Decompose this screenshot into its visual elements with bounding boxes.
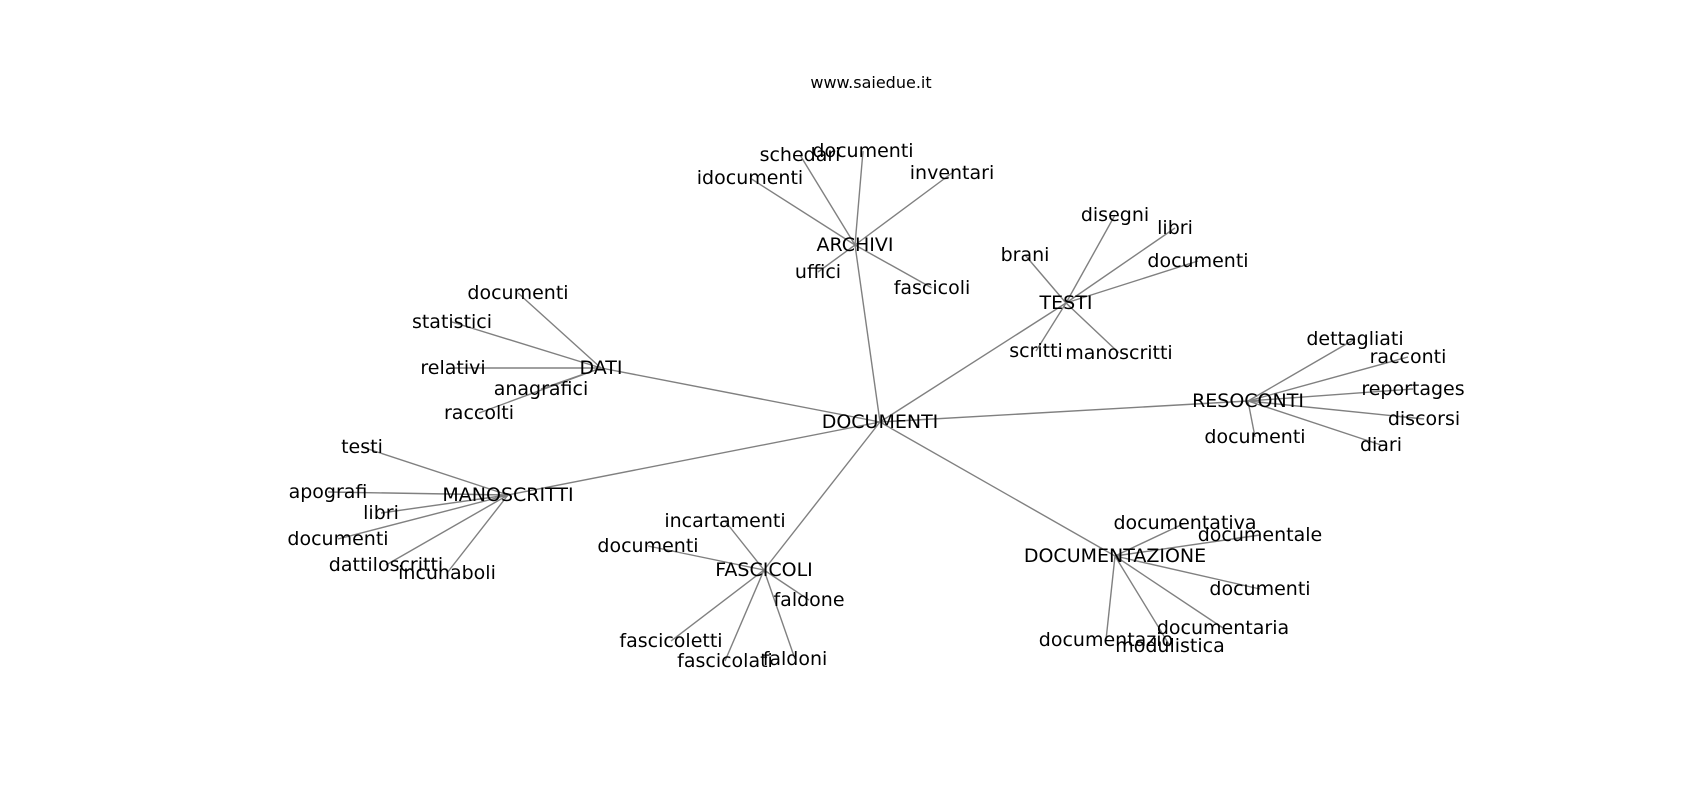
node-resoconti-reportages: reportages [1361, 378, 1464, 400]
edge-manoscritti-manoscritti_apografi [327, 491, 509, 496]
node-archivi-schedari: schedari [760, 144, 841, 166]
node-testi-brani: brani [1001, 244, 1050, 266]
node-resoconti: RESOCONTI [1192, 390, 1304, 412]
edge-root-documentazione [879, 421, 1116, 557]
edge-fascicoli-fascicoli_fascicolati [724, 569, 765, 662]
edge-testi-testi_scritti [1035, 302, 1067, 352]
node-testi-scritti: scritti [1009, 340, 1063, 362]
node-manoscritti-dattiloscritti: dattiloscritti [329, 554, 443, 576]
node-manoscritti-incunaboli: incunaboli [398, 562, 496, 584]
edge-fascicoli-fascicoli_faldone [763, 569, 810, 601]
node-manoscritti-libri: libri [363, 502, 399, 524]
edge-archivi-archivi_schedari [799, 154, 856, 246]
node-documentazione-documentazio: documentazio [1039, 629, 1173, 651]
edge-documentazione-documentazione_documentale [1114, 534, 1261, 557]
node-dati-raccolti: raccolti [444, 402, 514, 424]
node-fascicoli-documenti: documenti [597, 535, 698, 557]
node-testi-disegni: disegni [1081, 204, 1149, 226]
edge-archivi-archivi_uffici [817, 244, 856, 273]
node-root: DOCUMENTI [822, 411, 939, 433]
edge-dati-dati_raccolti [478, 367, 602, 414]
edge-root-fascicoli [763, 421, 881, 571]
edge-testi-testi_documenti [1065, 260, 1199, 304]
edge-testi-testi_manoscritti [1065, 302, 1120, 354]
edge-fascicoli-fascicoli_fascicoletti [670, 569, 765, 642]
edge-archivi-archivi_fascicoli [854, 244, 933, 289]
edge-resoconti-resoconti_documenti [1247, 400, 1256, 438]
edge-documentazione-documentazione_modulistica [1114, 555, 1171, 647]
node-manoscritti-testi: testi [341, 436, 383, 458]
edge-root-resoconti [879, 400, 1249, 423]
node-documentazione-documenti: documenti [1209, 578, 1310, 600]
node-dati-relativi: relativi [420, 357, 485, 379]
edge-dati-dati_documenti [517, 292, 602, 369]
node-documentazione-modulistica: modulistica [1115, 635, 1225, 657]
node-resoconti-documenti: documenti [1204, 426, 1305, 448]
edge-fascicoli-fascicoli_documenti [647, 545, 765, 571]
edge-resoconti-resoconti_dettagliati [1247, 338, 1356, 402]
node-dati-documenti: documenti [467, 282, 568, 304]
edge-manoscritti-manoscritti_testi [361, 446, 509, 496]
node-testi-libri: libri [1157, 217, 1193, 239]
edge-resoconti-resoconti_diari [1247, 400, 1382, 446]
edge-fascicoli-fascicoli_faldoni [763, 569, 796, 660]
edge-dati-dati_statistici [451, 321, 602, 369]
edge-root-dati [600, 367, 881, 423]
edge-manoscritti-manoscritti_documenti [337, 494, 509, 540]
node-dati: DATI [579, 357, 622, 379]
edge-archivi-archivi_inventari [854, 172, 953, 246]
node-archivi-idocumenti: idocumenti [697, 167, 803, 189]
node-fascicoli-incartamenti: incartamenti [664, 510, 785, 532]
node-fascicoli-fascicoletti: fascicoletti [619, 630, 722, 652]
edge-testi-testi_disegni [1065, 214, 1116, 304]
node-resoconti-racconti: racconti [1370, 346, 1447, 368]
node-documentazione: DOCUMENTAZIONE [1024, 545, 1206, 567]
node-resoconti-diari: diari [1360, 434, 1402, 456]
edge-root-archivi [854, 244, 881, 423]
node-testi: TESTI [1039, 292, 1093, 314]
edge-documentazione-documentazione_documentativa [1114, 522, 1186, 557]
nodes-layer: DOCUMENTIARCHIVIschedaridocumentiidocume… [287, 140, 1464, 672]
edge-archivi-archivi_documenti [854, 150, 864, 246]
node-documentazione-documentaria: documentaria [1157, 617, 1289, 639]
node-dati-anagrafici: anagrafici [494, 378, 589, 400]
edges-layer [327, 150, 1425, 662]
node-archivi: ARCHIVI [816, 234, 893, 256]
edge-root-testi [879, 302, 1067, 423]
edge-root-manoscritti [507, 421, 881, 496]
site-title: www.saiedue.it [810, 73, 931, 92]
node-testi-documenti: documenti [1147, 250, 1248, 272]
node-resoconti-dettagliati: dettagliati [1306, 328, 1403, 350]
node-resoconti-discorsi: discorsi [1388, 408, 1460, 430]
edge-resoconti-resoconti_racconti [1247, 356, 1409, 402]
edge-manoscritti-manoscritti_libri [380, 494, 509, 514]
node-archivi-fascicoli: fascicoli [894, 277, 971, 299]
node-manoscritti-apografi: apografi [289, 481, 368, 503]
edge-manoscritti-manoscritti_incunaboli [446, 494, 509, 574]
edge-fascicoli-fascicoli_incartamenti [724, 520, 765, 571]
node-documentazione-documentale: documentale [1198, 524, 1322, 546]
edge-resoconti-resoconti_reportages [1247, 388, 1414, 402]
node-testi-manoscritti: manoscritti [1065, 342, 1172, 364]
edge-documentazione-documentazione_documentazio [1105, 555, 1116, 641]
edge-testi-testi_brani [1024, 254, 1067, 304]
node-fascicoli-faldoni: faldoni [763, 648, 828, 670]
node-archivi-uffici: uffici [795, 261, 841, 283]
edge-testi-testi_libri [1065, 227, 1176, 304]
node-manoscritti: MANOSCRITTI [442, 484, 573, 506]
edge-documentazione-documentazione_documentaria [1114, 555, 1224, 629]
node-fascicoli-fascicolati: fascicolati [677, 650, 773, 672]
node-dati-statistici: statistici [412, 311, 492, 333]
node-fascicoli: FASCICOLI [715, 559, 813, 581]
node-manoscritti-documenti: documenti [287, 528, 388, 550]
edge-resoconti-resoconti_discorsi [1247, 400, 1425, 420]
edge-archivi-archivi_idocumenti [749, 177, 856, 246]
node-documentazione-documentativa: documentativa [1113, 512, 1256, 534]
node-archivi-documenti: documenti [812, 140, 913, 162]
edge-documentazione-documentazione_documenti [1114, 555, 1261, 590]
edge-manoscritti-manoscritti_dattiloscritti [385, 494, 509, 566]
node-archivi-inventari: inventari [910, 162, 994, 184]
node-fascicoli-faldone: faldone [773, 589, 844, 611]
